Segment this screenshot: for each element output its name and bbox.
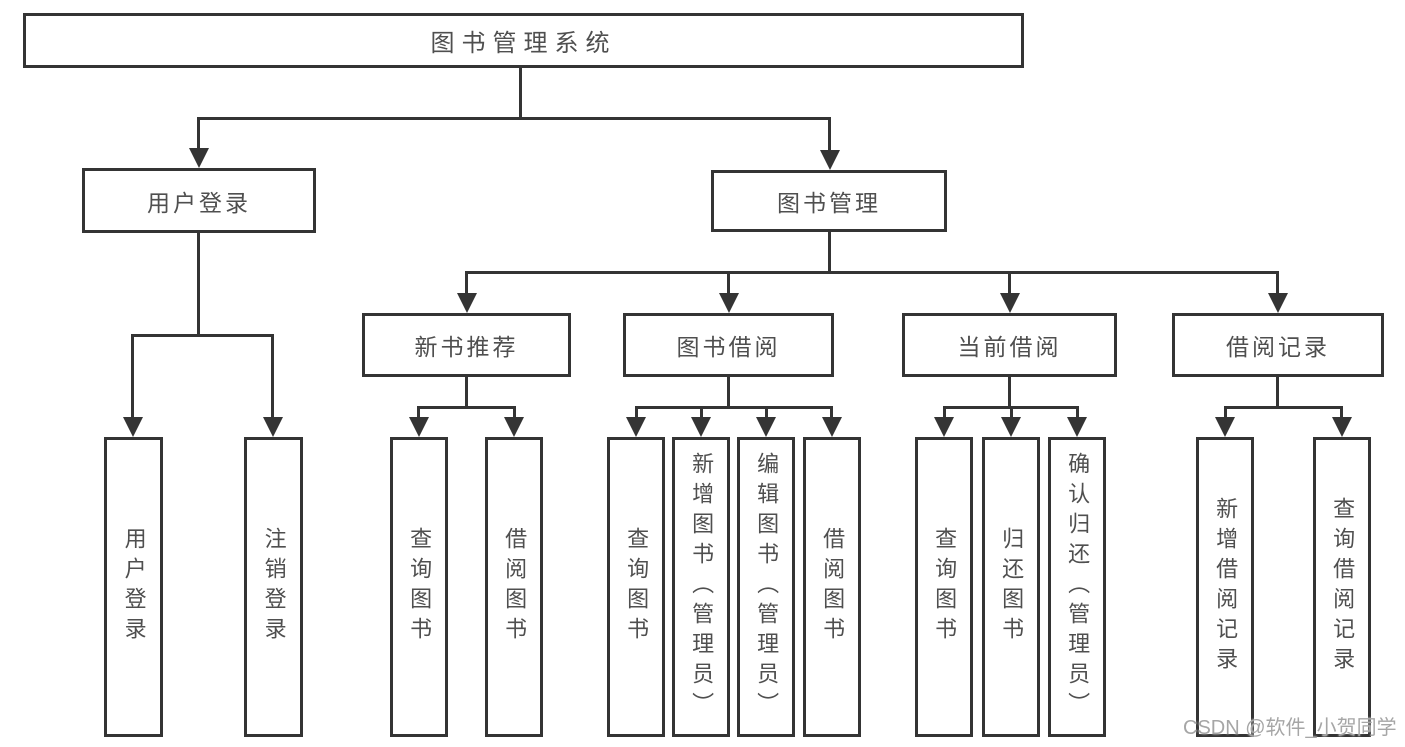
leaf-query-book-borrow: 查询图书 — [607, 437, 665, 737]
leaf-add-book-admin-label: 新增图书（管理员） — [689, 452, 715, 722]
node-root-label: 图书管理系统 — [430, 30, 617, 57]
arrow-down-icon — [263, 417, 283, 437]
leaf-user-login: 用户登录 — [104, 437, 163, 737]
arrow-down-icon — [189, 148, 209, 168]
connector-leaf-stem — [830, 406, 833, 419]
arrow-down-icon — [822, 417, 842, 437]
leaf-edit-book-admin: 编辑图书（管理员） — [737, 437, 795, 737]
csdn-watermark: CSDN @软件_小贺同学 — [1183, 717, 1397, 739]
leaf-query-borrow-record-label: 查询借阅记录 — [1330, 497, 1356, 677]
arrow-down-icon — [1000, 293, 1020, 313]
connector-book-mgmt-stem — [828, 117, 831, 151]
leaf-query-book-recommend: 查询图书 — [390, 437, 448, 737]
connector-user-login-stem — [197, 117, 200, 150]
leaf-return-book-label: 归还图书 — [999, 527, 1025, 647]
connector-leaf-stem — [700, 406, 703, 419]
arrow-down-icon — [1268, 293, 1288, 313]
connector-leaf-stem — [131, 334, 134, 418]
leaf-query-borrow-record: 查询借阅记录 — [1313, 437, 1371, 737]
node-current-borrow-label: 当前借阅 — [957, 334, 1062, 360]
connector-recommend-bar — [417, 406, 516, 409]
leaf-add-book-admin: 新增图书（管理员） — [672, 437, 730, 737]
arrow-down-icon — [409, 417, 429, 437]
connector-borrow-down — [727, 377, 730, 409]
arrow-down-icon — [934, 417, 954, 437]
node-book-borrow: 图书借阅 — [623, 313, 834, 377]
node-user-login: 用户登录 — [82, 168, 316, 233]
arrow-down-icon — [626, 417, 646, 437]
leaf-return-book: 归还图书 — [982, 437, 1040, 737]
leaf-query-book-current: 查询图书 — [915, 437, 973, 737]
connector-leaf-stem — [635, 406, 638, 419]
arrow-down-icon — [457, 293, 477, 313]
arrow-down-icon — [1215, 417, 1235, 437]
node-book-management-label: 图书管理 — [777, 190, 881, 216]
leaf-add-borrow-record-label: 新增借阅记录 — [1213, 497, 1239, 677]
connector-record-bar — [1224, 406, 1343, 409]
arrow-down-icon — [123, 417, 143, 437]
arrow-down-icon — [691, 417, 711, 437]
connector-branch-stem — [1008, 271, 1011, 295]
leaf-query-book-current-label: 查询图书 — [932, 527, 958, 647]
connector-branch-stem — [727, 271, 730, 295]
connector-record-down — [1276, 377, 1279, 409]
connector-current-down — [1008, 377, 1011, 409]
node-user-login-label: 用户登录 — [147, 189, 251, 216]
leaf-add-borrow-record: 新增借阅记录 — [1196, 437, 1254, 737]
arrow-down-icon — [756, 417, 776, 437]
connector-book-mgmt-bar — [465, 271, 1279, 274]
connector-branch-stem — [465, 271, 468, 295]
connector-root-bar — [197, 117, 831, 120]
connector-leaf-stem — [271, 334, 274, 418]
node-current-borrow: 当前借阅 — [902, 313, 1117, 377]
connector-leaf-stem — [417, 406, 420, 419]
node-book-borrow-label: 图书借阅 — [676, 334, 781, 360]
leaf-borrow-book-label: 借阅图书 — [820, 527, 846, 647]
leaf-logout: 注销登录 — [244, 437, 303, 737]
connector-leaf-stem — [765, 406, 768, 419]
connector-user-login-down — [197, 233, 200, 336]
arrow-down-icon — [1332, 417, 1352, 437]
arrow-down-icon — [1067, 417, 1087, 437]
leaf-query-book-recommend-label: 查询图书 — [407, 527, 433, 647]
node-borrow-record: 借阅记录 — [1172, 313, 1384, 377]
arrow-down-icon — [1001, 417, 1021, 437]
leaf-edit-book-admin-label: 编辑图书（管理员） — [754, 452, 780, 722]
connector-root-stem — [519, 68, 522, 118]
leaf-borrow-book: 借阅图书 — [803, 437, 861, 737]
connector-leaf-stem — [1224, 406, 1227, 419]
leaf-borrow-book-recommend-label: 借阅图书 — [502, 527, 528, 647]
connector-leaf-stem — [1010, 406, 1013, 419]
connector-leaf-stem — [513, 406, 516, 419]
node-borrow-record-label: 借阅记录 — [1226, 334, 1330, 360]
arrow-down-icon — [719, 293, 739, 313]
leaf-logout-label: 注销登录 — [261, 527, 287, 647]
connector-recommend-down — [465, 377, 468, 409]
connector-leaf-stem — [1340, 406, 1343, 419]
connector-leaf-stem — [943, 406, 946, 419]
connector-leaf-stem — [1076, 406, 1079, 419]
arrow-down-icon — [820, 150, 840, 170]
node-new-book-recommend-label: 新书推荐 — [414, 334, 519, 360]
leaf-confirm-return-admin: 确认归还（管理员） — [1048, 437, 1106, 737]
node-root: 图书管理系统 — [23, 13, 1024, 68]
leaf-query-book-borrow-label: 查询图书 — [624, 527, 650, 647]
connector-branch-stem — [1276, 271, 1279, 295]
connector-borrow-bar — [635, 406, 833, 409]
connector-user-login-bar — [131, 334, 274, 337]
leaf-confirm-return-admin-label: 确认归还（管理员） — [1065, 452, 1091, 722]
leaf-borrow-book-recommend: 借阅图书 — [485, 437, 543, 737]
arrow-down-icon — [504, 417, 524, 437]
node-book-management: 图书管理 — [711, 170, 947, 232]
leaf-user-login-label: 用户登录 — [121, 527, 147, 647]
node-new-book-recommend: 新书推荐 — [362, 313, 571, 377]
connector-book-mgmt-down — [828, 232, 831, 274]
